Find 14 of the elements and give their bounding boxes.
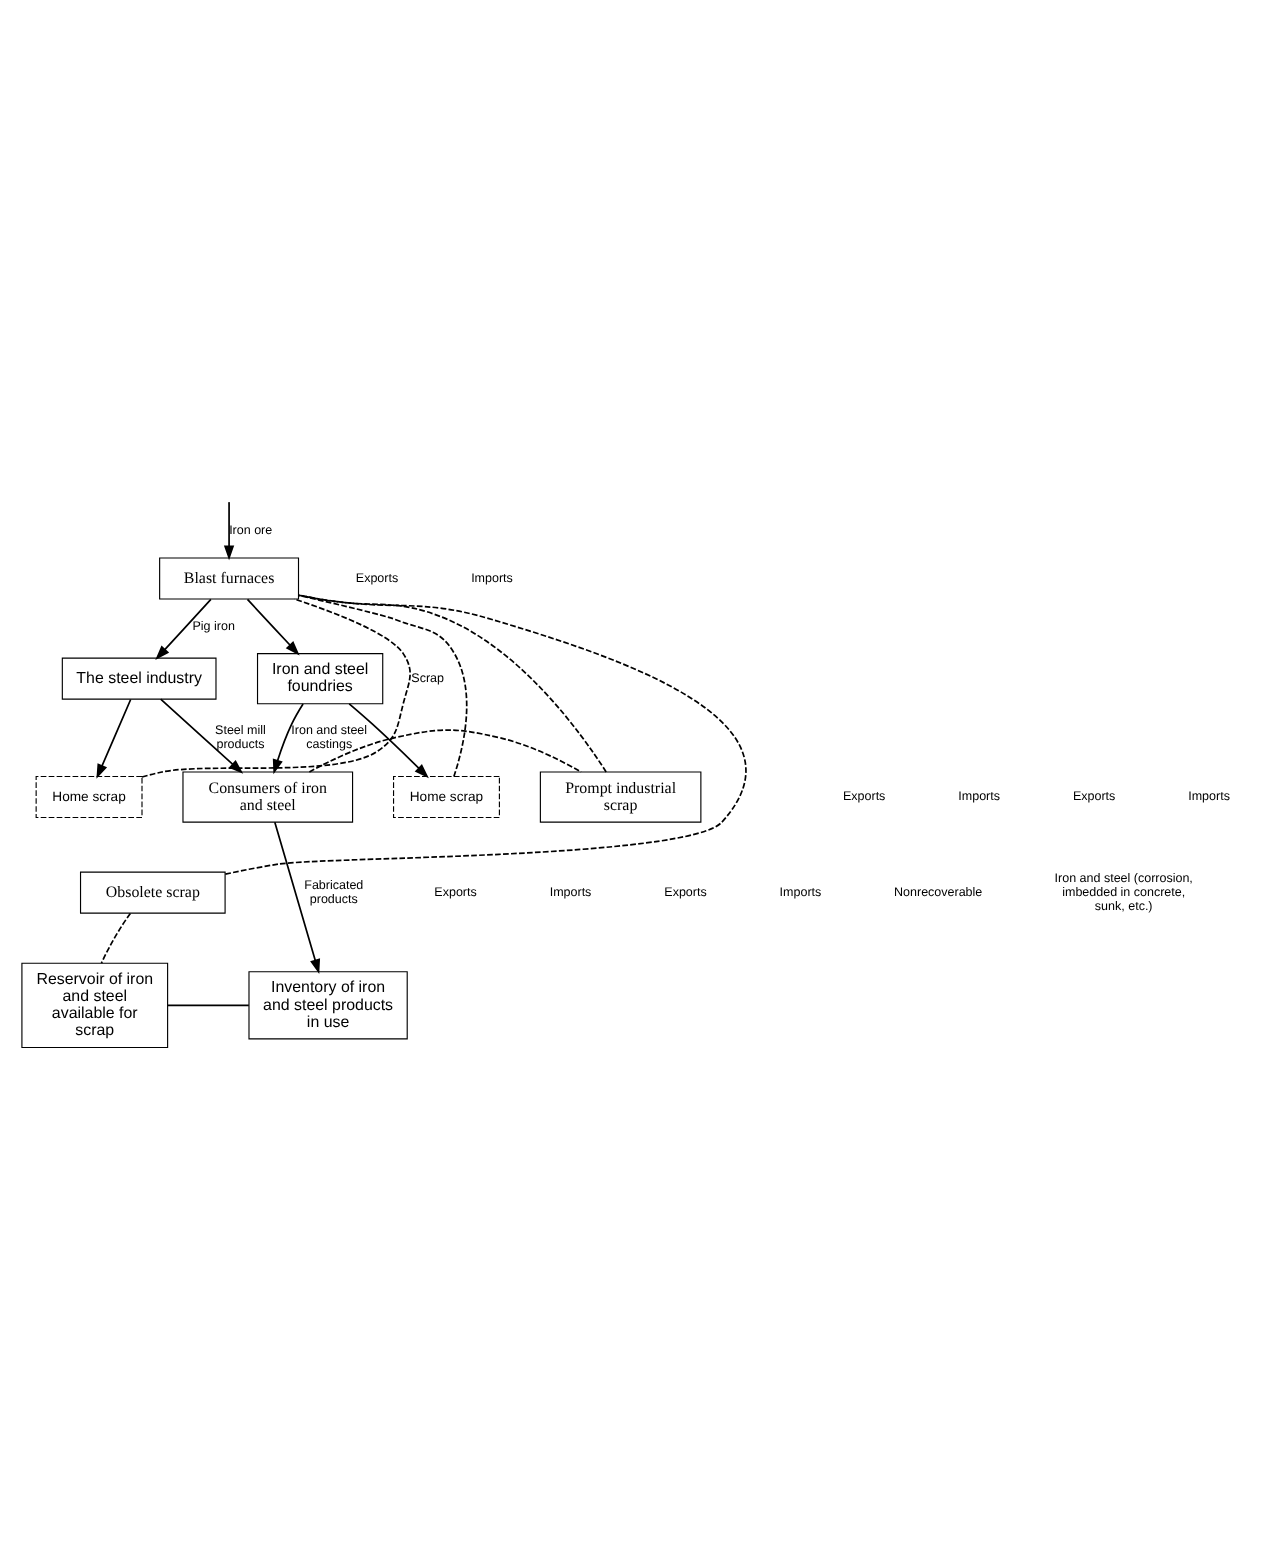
connector xyxy=(166,1004,250,1007)
arrow xyxy=(223,502,235,561)
node-box: Blast furnaces xyxy=(159,557,300,600)
arrow xyxy=(96,698,132,779)
arrow xyxy=(273,821,321,974)
node-box: Consumers of iron and steel xyxy=(182,771,354,823)
arrow xyxy=(246,598,300,656)
node-box: Obsolete scrap xyxy=(79,871,226,914)
connector xyxy=(100,912,132,964)
arrow xyxy=(155,598,212,660)
connector xyxy=(308,729,582,773)
arrow xyxy=(272,703,304,775)
node-box: Prompt industrial scrap xyxy=(539,771,702,823)
arrow xyxy=(348,703,429,779)
